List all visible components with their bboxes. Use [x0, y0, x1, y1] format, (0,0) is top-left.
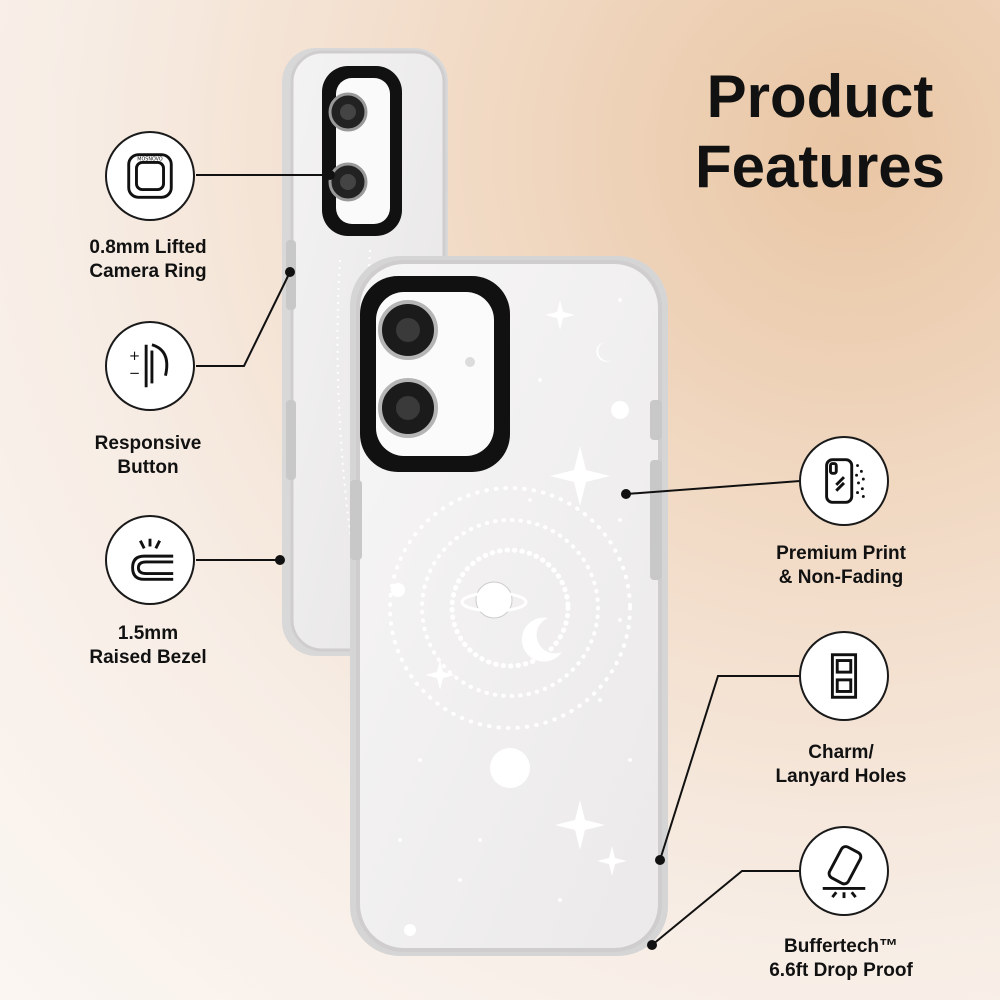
button-icon: + −	[105, 321, 195, 411]
svg-text:+: +	[129, 348, 140, 364]
camera-ring-icon: MOSNOVO	[105, 131, 195, 221]
feature-raised-bezel-label: 1.5mm Raised Bezel	[48, 622, 248, 670]
feature-line-1: Responsive	[94, 433, 202, 454]
feature-line-1: 0.8mm Lifted	[89, 237, 207, 258]
lanyard-hole-icon	[799, 631, 889, 721]
print-icon	[799, 436, 889, 526]
camera-ring-brand-text: MOSNOVO	[137, 157, 163, 163]
svg-text:−: −	[129, 366, 140, 382]
product-features-heading: Product Features	[670, 62, 970, 202]
feature-line-1: Charm/	[808, 742, 874, 763]
feature-premium-print-label: Premium Print & Non-Fading	[741, 542, 941, 590]
feature-line-2: & Non-Fading	[778, 567, 904, 588]
feature-callout-lines	[196, 174, 801, 946]
feature-line-2: 6.6ft Drop Proof	[769, 960, 913, 981]
drop-proof-icon	[799, 826, 889, 916]
front-camera-module	[360, 276, 510, 472]
feature-line-2: Camera Ring	[89, 261, 207, 282]
feature-camera-ring-label: 0.8mm Lifted Camera Ring	[48, 236, 248, 284]
planet-graphic	[460, 581, 562, 788]
feature-line-1: Buffertech™	[783, 936, 898, 957]
back-camera-module	[322, 66, 402, 236]
feature-line-2: Button	[117, 457, 179, 478]
heading-line-2: Features	[694, 133, 946, 200]
heading-line-1: Product	[706, 63, 934, 130]
feature-line-2: Lanyard Holes	[775, 766, 907, 787]
feature-drop-proof-label: Buffertech™ 6.6ft Drop Proof	[741, 935, 941, 983]
feature-line-1: Premium Print	[776, 543, 906, 564]
feature-responsive-button-label: Responsive Button	[48, 432, 248, 480]
front-phone-case	[350, 256, 668, 956]
feature-line-1: 1.5mm	[117, 623, 179, 644]
feature-line-2: Raised Bezel	[89, 647, 207, 668]
feature-lanyard-holes-label: Charm/ Lanyard Holes	[741, 741, 941, 789]
bezel-icon	[105, 515, 195, 605]
